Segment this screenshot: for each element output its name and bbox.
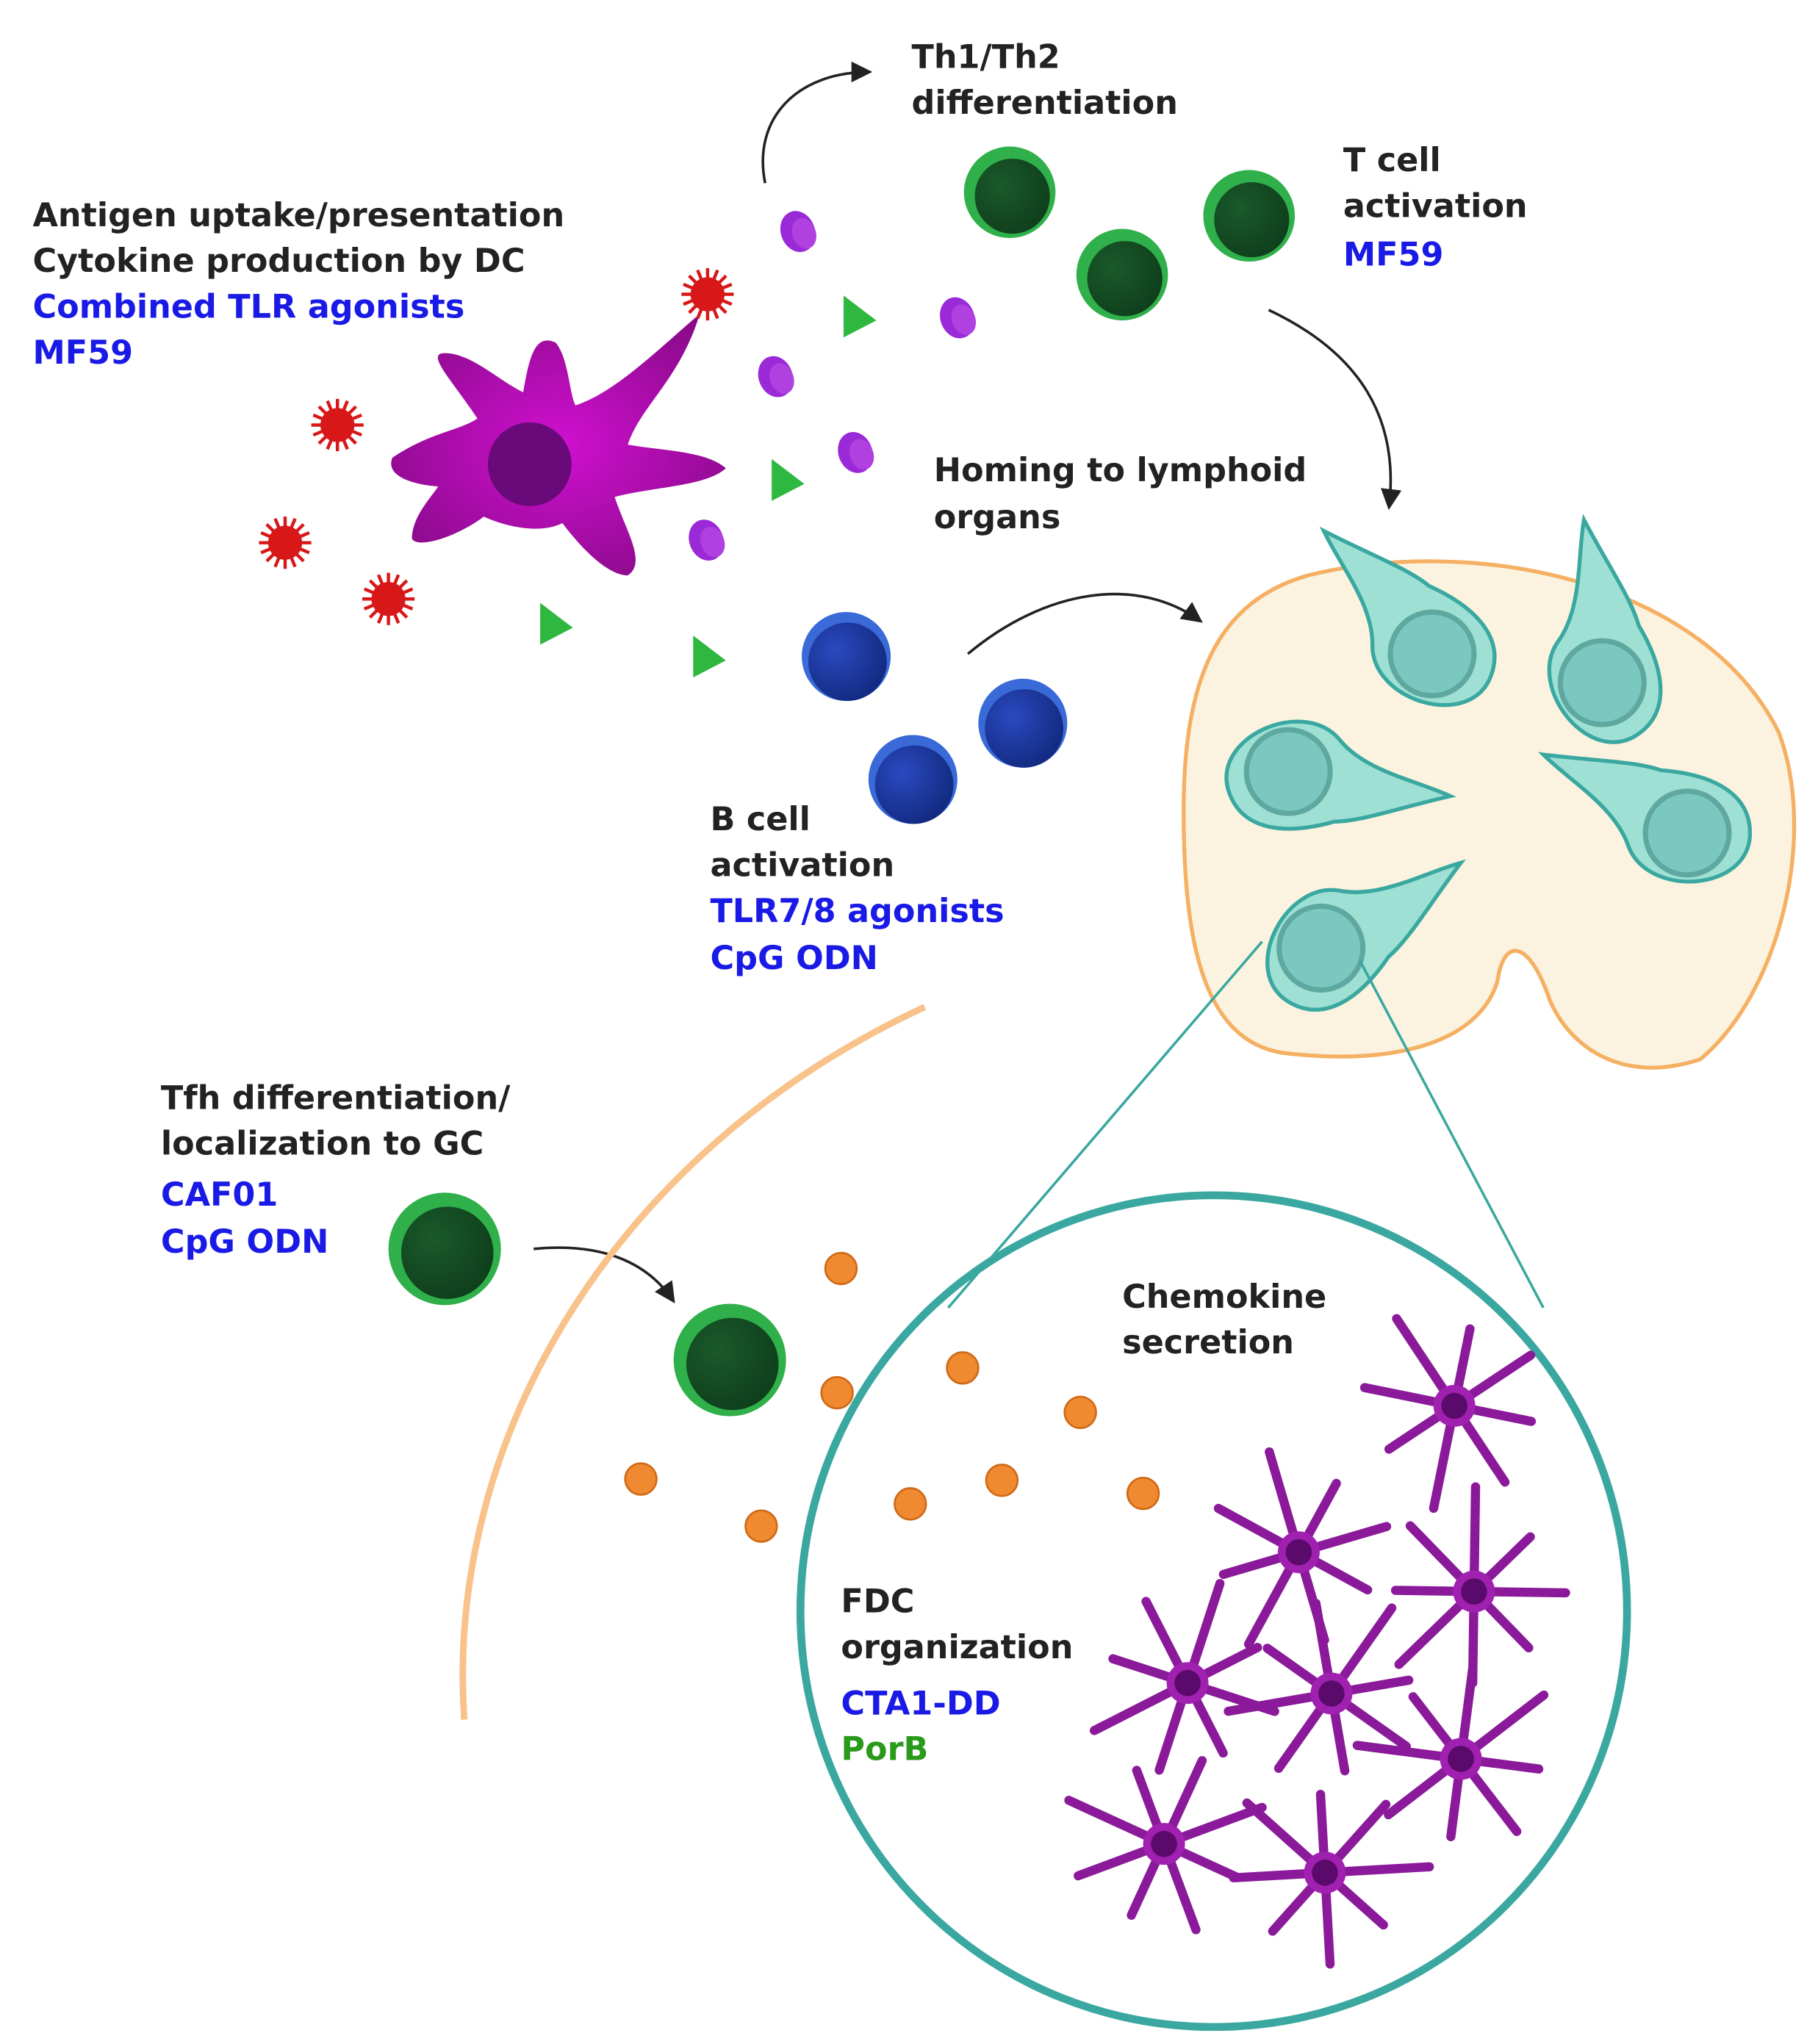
- label-line: FDC: [841, 1583, 914, 1621]
- dendritic-cell-nucleus: [487, 422, 572, 506]
- t-cell-body: [400, 1206, 494, 1299]
- b-cell: [868, 735, 957, 824]
- th-label: Th1/Th2 differentiation: [912, 39, 1178, 122]
- germinal-center-zoom-circle: [796, 1191, 1631, 2032]
- t-cell-body: [1087, 241, 1163, 317]
- antigen-virus-icon: [259, 517, 312, 569]
- label-line: Th1/Th2: [912, 39, 1060, 76]
- germinal-center-boundary: [459, 1004, 927, 1720]
- adjuvant-label: Combined TLR agonists: [32, 289, 464, 326]
- antigen-virus-icon: [362, 572, 415, 625]
- zoom-line-left: [947, 940, 1263, 1309]
- follicle-nucleus: [1557, 638, 1647, 727]
- green-triangle-icon: [693, 636, 726, 678]
- adjuvant-label: MF59: [1343, 236, 1444, 273]
- arrow-tfh-to-gc: [533, 1246, 675, 1303]
- lymph-node-follicle: [1265, 859, 1466, 1012]
- adjuvant-label: TLR7/8 agonists: [710, 893, 1004, 930]
- follicular-dendritic-cell: [1352, 1663, 1549, 1842]
- label-line: activation: [710, 847, 894, 885]
- chemokine-dot: [744, 1509, 778, 1543]
- lymph-node-follicle: [1537, 752, 1753, 884]
- b-cell-label: B cell activation TLR7/8 agonists CpG OD…: [710, 801, 1004, 977]
- adjuvant-label: MF59: [32, 334, 133, 372]
- b-cell-body: [985, 689, 1064, 768]
- t-cell: [1203, 170, 1296, 262]
- label-line: activation: [1343, 187, 1528, 225]
- label-line: organs: [934, 499, 1061, 536]
- arrow-th-differentiation: [761, 61, 873, 184]
- chemokine-dot: [1126, 1476, 1160, 1511]
- arrow-b-cell-homing: [966, 592, 1203, 655]
- green-triangle-icon: [772, 458, 805, 501]
- t-cell: [388, 1192, 501, 1306]
- chemokine-dot: [985, 1464, 1019, 1497]
- label-line: Tfh differentiation/: [161, 1079, 511, 1117]
- chemokine-dot: [824, 1251, 858, 1286]
- cytokine-icon: [758, 356, 794, 397]
- arrow-t-cell-homing: [1268, 309, 1402, 511]
- cytokine-icon: [689, 519, 725, 561]
- cytokine-icon: [780, 211, 816, 252]
- label-line: secretion: [1122, 1324, 1294, 1361]
- lymph-node-follicle: [1319, 526, 1497, 708]
- b-cell-body: [874, 745, 954, 824]
- label-line: Antigen uptake/presentation: [32, 197, 564, 234]
- b-cell-body: [808, 622, 887, 702]
- t-cell-label: T cell activation MF59: [1343, 142, 1528, 273]
- label-line: B cell: [710, 801, 810, 838]
- follicular-dendritic-cell: [1064, 1756, 1267, 1935]
- adjuvant-label: CpG ODN: [161, 1223, 328, 1261]
- lymph-node-follicle: [1547, 514, 1663, 744]
- follicle-nucleus: [1387, 609, 1477, 699]
- green-triangle-icon: [844, 295, 877, 338]
- label-line: Chemokine: [1122, 1278, 1326, 1316]
- follicle-nucleus: [1276, 903, 1366, 993]
- follicular-dendritic-cell: [1359, 1314, 1537, 1514]
- tfh-label: Tfh differentiation/ localization to GC …: [161, 1079, 511, 1261]
- label-line: T cell: [1343, 142, 1441, 179]
- chemokine-dot: [820, 1375, 854, 1410]
- chemokine-dot: [946, 1351, 980, 1385]
- antigen-virus-icon: [681, 267, 734, 321]
- chemokine-dot: [894, 1487, 927, 1521]
- antigen-virus-icon: [311, 398, 364, 452]
- adjuvant-label: CAF01: [161, 1176, 278, 1214]
- follicular-dendritic-cell: [1213, 1447, 1392, 1649]
- label-line: localization to GC: [161, 1126, 484, 1163]
- dc-label: Antigen uptake/presentation Cytokine pro…: [32, 197, 564, 372]
- zoom-line-right: [1359, 960, 1545, 1309]
- adjuvant-label: CTA1-DD: [841, 1685, 1000, 1722]
- b-cell: [978, 678, 1068, 768]
- adjuvant-label: PorB: [841, 1731, 928, 1768]
- adjuvant-label: CpG ODN: [710, 940, 877, 977]
- chemokine-label: Chemokine secretion: [1122, 1278, 1326, 1361]
- t-cell-body: [686, 1317, 779, 1411]
- label-line: Cytokine production by DC: [32, 242, 525, 280]
- t-cell-body: [974, 158, 1050, 234]
- follicular-dendritic-cell: [1390, 1482, 1570, 1688]
- fdc-label: FDC organization CTA1-DD PorB: [841, 1583, 1073, 1768]
- chemokine-dot: [1063, 1395, 1097, 1429]
- cytokine-icon: [838, 431, 874, 473]
- t-cell: [673, 1303, 786, 1417]
- chemokine-dot: [624, 1462, 658, 1496]
- t-cell: [963, 146, 1056, 238]
- follicle-nucleus: [1642, 788, 1732, 878]
- lymph-node-follicle: [1224, 719, 1456, 831]
- label-line: Homing to lymphoid: [934, 452, 1307, 489]
- follicular-dendritic-cell: [1224, 1598, 1414, 1776]
- t-cell: [1076, 228, 1168, 321]
- follicular-dendritic-cell: [1229, 1789, 1434, 1969]
- t-cell-body: [1214, 181, 1290, 258]
- cytokine-icon: [940, 297, 977, 339]
- follicular-dendritic-cell: [1089, 1579, 1279, 1775]
- follicle-nucleus: [1243, 727, 1333, 816]
- label-line: differentiation: [912, 84, 1178, 122]
- green-triangle-icon: [540, 602, 573, 645]
- homing-label: Homing to lymphoid organs: [934, 452, 1307, 536]
- label-line: organization: [841, 1629, 1073, 1666]
- b-cell: [802, 612, 891, 702]
